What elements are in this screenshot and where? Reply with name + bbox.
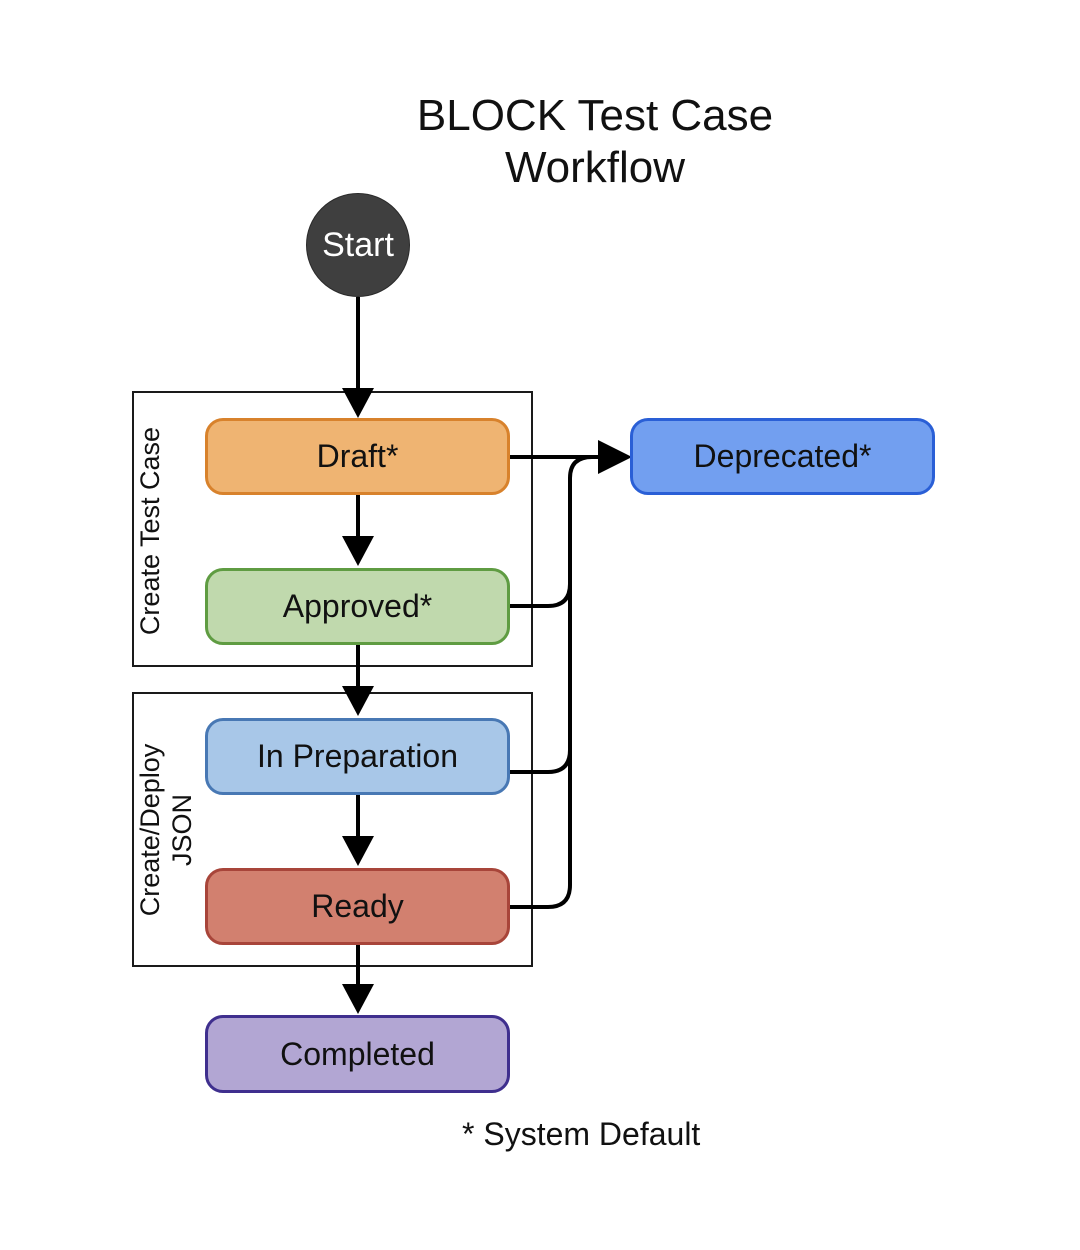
node-ready: Ready xyxy=(205,868,510,945)
group-create-test-case xyxy=(132,391,533,667)
edge-ready-deprecated xyxy=(510,750,572,909)
diagram-title-line-2: Workflow xyxy=(504,143,686,192)
footnote-system-default: * System Default xyxy=(462,1116,701,1152)
edge-in-preparation-deprecated xyxy=(510,478,572,774)
diagram-title: BLOCK Test Case Workflow xyxy=(380,90,810,194)
arrowhead-in-preparation xyxy=(342,686,374,716)
start-node: Start xyxy=(306,193,410,297)
arrowhead-ready xyxy=(342,836,374,866)
node-deprecated: Deprecated* xyxy=(630,418,935,495)
node-draft: Draft* xyxy=(205,418,510,495)
diagram-title-line-1: BLOCK Test Case xyxy=(416,91,774,140)
arrowhead-approved xyxy=(342,536,374,566)
group-create-deploy-json xyxy=(132,692,533,967)
arrowhead-completed xyxy=(342,984,374,1014)
node-in-preparation: In Preparation xyxy=(205,718,510,795)
arrowhead-draft xyxy=(342,388,374,418)
edge-approved-deprecated xyxy=(510,455,600,608)
node-approved: Approved* xyxy=(205,568,510,645)
arrowhead-deprecated xyxy=(598,440,632,474)
node-completed: Completed xyxy=(205,1015,510,1093)
